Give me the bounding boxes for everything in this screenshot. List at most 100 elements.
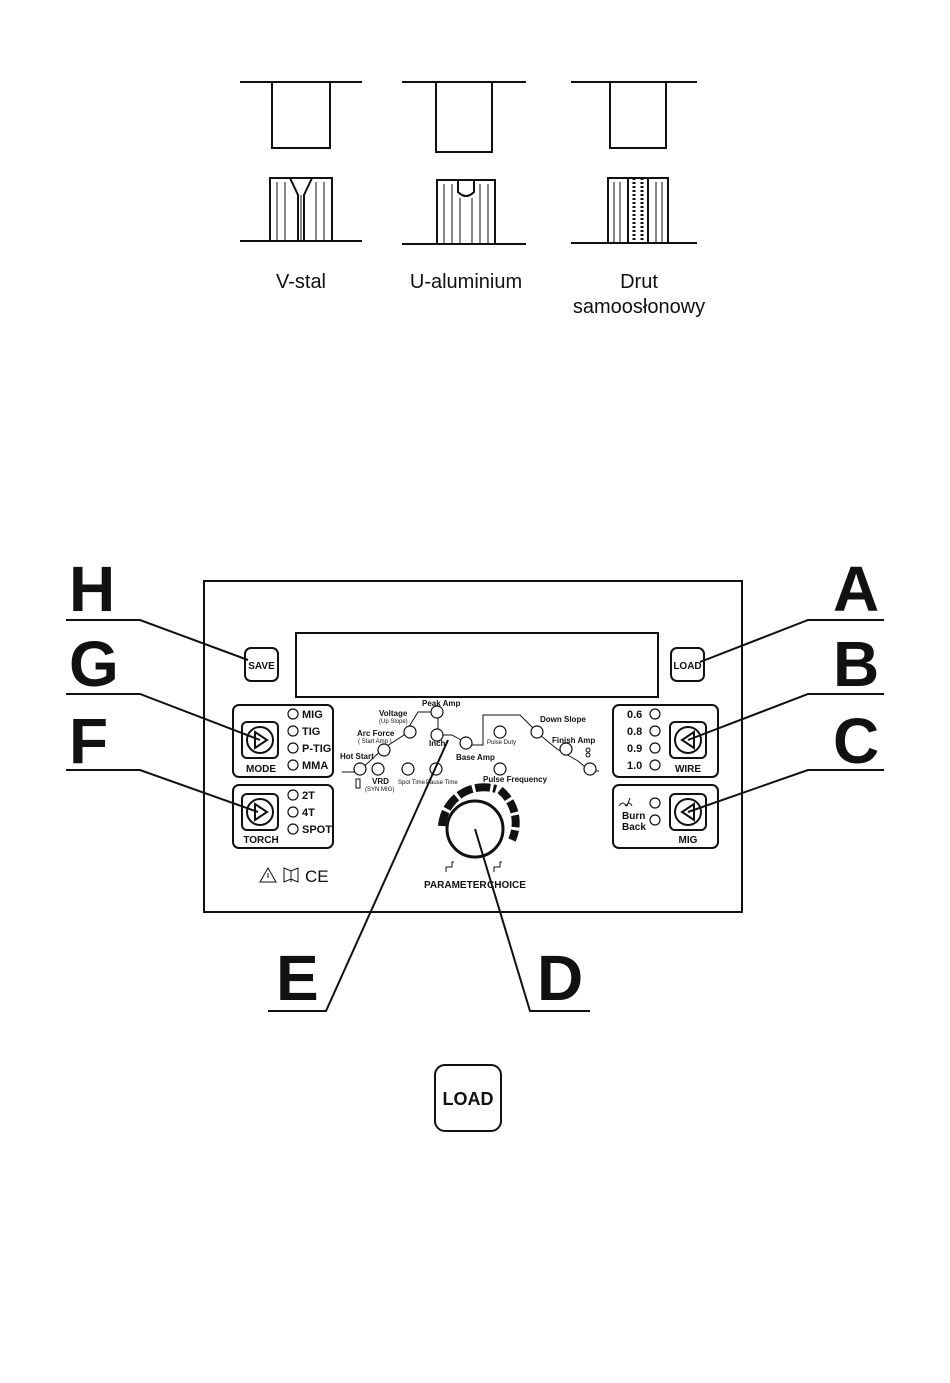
callout-letter-b: B [833, 628, 879, 700]
mode-led-mma [287, 759, 299, 771]
mode-led-mig [287, 708, 299, 720]
mode-option-tig: TIG [302, 726, 320, 738]
led-peak-amp [430, 705, 444, 719]
knob-choice-label: CHOICE [487, 880, 526, 891]
callout-d: D [474, 828, 590, 1014]
param-spot-time: Spot Time [398, 780, 426, 786]
v-steel-caption: V-stal [276, 271, 326, 293]
callout-c: C [687, 705, 884, 813]
torch-led-spot [287, 823, 299, 835]
parameter-flow: Hot Start Arc Force ( Start Amp ) Voltag… [340, 699, 599, 793]
mode-led-tig [287, 725, 299, 737]
callout-letter-a: A [833, 553, 879, 625]
led-finish-amp [559, 742, 573, 756]
callout-a: A [699, 553, 884, 663]
mode-option-mma: MMA [302, 760, 328, 772]
torch-led-4t [287, 806, 299, 818]
mode-label: MODE [246, 764, 276, 775]
burn-back-led-1 [649, 797, 661, 809]
torch-option-4t: 4T [302, 807, 315, 819]
mig-label: MIG [679, 835, 698, 846]
load-button-label: LOAD [673, 661, 701, 672]
control-knob[interactable] [438, 783, 520, 859]
control-panel-outline [203, 580, 743, 913]
mode-group: MODE MIG TIG P-TIG MMA [232, 704, 334, 778]
led-inch [430, 728, 444, 742]
param-peak-amp: Peak Amp [422, 699, 461, 708]
param-arc-force: Arc Force [357, 729, 395, 738]
mode-option-mig: MIG [302, 709, 323, 721]
wire-option-0-6: 0.6 [627, 709, 642, 721]
knob-parameter-label: PARAMETER [424, 880, 487, 891]
param-finish-amp: Finish Amp [552, 736, 595, 745]
callout-h: H [66, 553, 249, 661]
knob-labels: PARAMETER CHOICE [424, 861, 526, 891]
flux-core-caption-line2: samoosłonowy [573, 296, 705, 318]
mig-group: Burn Back MIG [612, 784, 719, 849]
led-base-amp [459, 736, 473, 750]
ce-mark: CE [305, 867, 329, 886]
torch-option-2t: 2T [302, 790, 315, 802]
wire-label: WIRE [675, 764, 701, 775]
wire-led-0-8 [649, 725, 661, 737]
wire-option-0-9: 0.9 [627, 743, 642, 755]
display-window [295, 632, 659, 698]
param-syn-mig: (SYN MIG) [365, 787, 394, 793]
param-inch: Inch [429, 739, 446, 748]
wire-button[interactable] [669, 721, 707, 759]
callout-letter-h: H [69, 553, 115, 625]
hot-start-marker [355, 778, 361, 789]
param-pulse-duty: Pulse Duty [487, 740, 516, 746]
callout-e: E [268, 739, 449, 1014]
save-button-label: SAVE [248, 661, 275, 672]
pulse-icon-choice [493, 861, 502, 872]
roller-profile-u-aluminium [402, 81, 526, 245]
wire-option-1-0: 1.0 [627, 760, 642, 772]
warning-icon [259, 866, 277, 883]
led-voltage [403, 725, 417, 739]
mode-led-ptig [287, 742, 299, 754]
param-hot-start: Hot Start [340, 752, 374, 761]
torch-led-2t [287, 789, 299, 801]
torch-option-spot: SPOT [302, 824, 332, 836]
callout-b: B [687, 628, 884, 741]
wire-group: 0.6 0.8 0.9 1.0 WIRE [612, 704, 719, 778]
manual-book-icon [283, 867, 299, 883]
callout-letter-e: E [276, 942, 319, 1014]
callout-g: G [66, 628, 261, 741]
callout-letter-d: D [537, 942, 583, 1014]
mig-button[interactable] [669, 793, 707, 831]
param-base-amp: Base Amp [456, 753, 495, 762]
burn-back-label-line1: Burn [622, 811, 645, 822]
mode-option-ptig: P-TIG [302, 743, 331, 755]
param-vrd: VRD [372, 777, 389, 786]
torch-group: TORCH 2T 4T SPOT [232, 784, 334, 849]
load-button[interactable]: LOAD [670, 647, 705, 682]
callout-letter-c: C [833, 705, 879, 777]
flux-core-caption-line1: Drut [620, 271, 658, 293]
torch-button[interactable] [241, 793, 279, 831]
led-hot-start [353, 762, 367, 776]
pulse-icon-parameter [445, 861, 454, 872]
finish-icon [585, 747, 591, 758]
roller-profile-flux-core [571, 81, 697, 244]
led-pulse-frequency [493, 762, 507, 776]
led-arc-force [377, 743, 391, 757]
param-pause-time: Pause Time [426, 780, 458, 786]
burn-back-led-2 [649, 814, 661, 826]
led-end [583, 762, 597, 776]
led-spot-time [401, 762, 415, 776]
param-up-slope: (Up Slope) [379, 719, 408, 725]
mode-button[interactable] [241, 721, 279, 759]
load-button-large[interactable]: LOAD [434, 1064, 502, 1132]
torch-label: TORCH [243, 835, 278, 846]
certification-marks: CE [259, 866, 329, 886]
save-button[interactable]: SAVE [244, 647, 279, 682]
callout-letter-f: F [69, 705, 108, 777]
param-down-slope: Down Slope [540, 715, 586, 724]
roller-profile-v-steel [240, 81, 362, 242]
wire-option-0-8: 0.8 [627, 726, 642, 738]
led-pulse-duty [493, 725, 507, 739]
